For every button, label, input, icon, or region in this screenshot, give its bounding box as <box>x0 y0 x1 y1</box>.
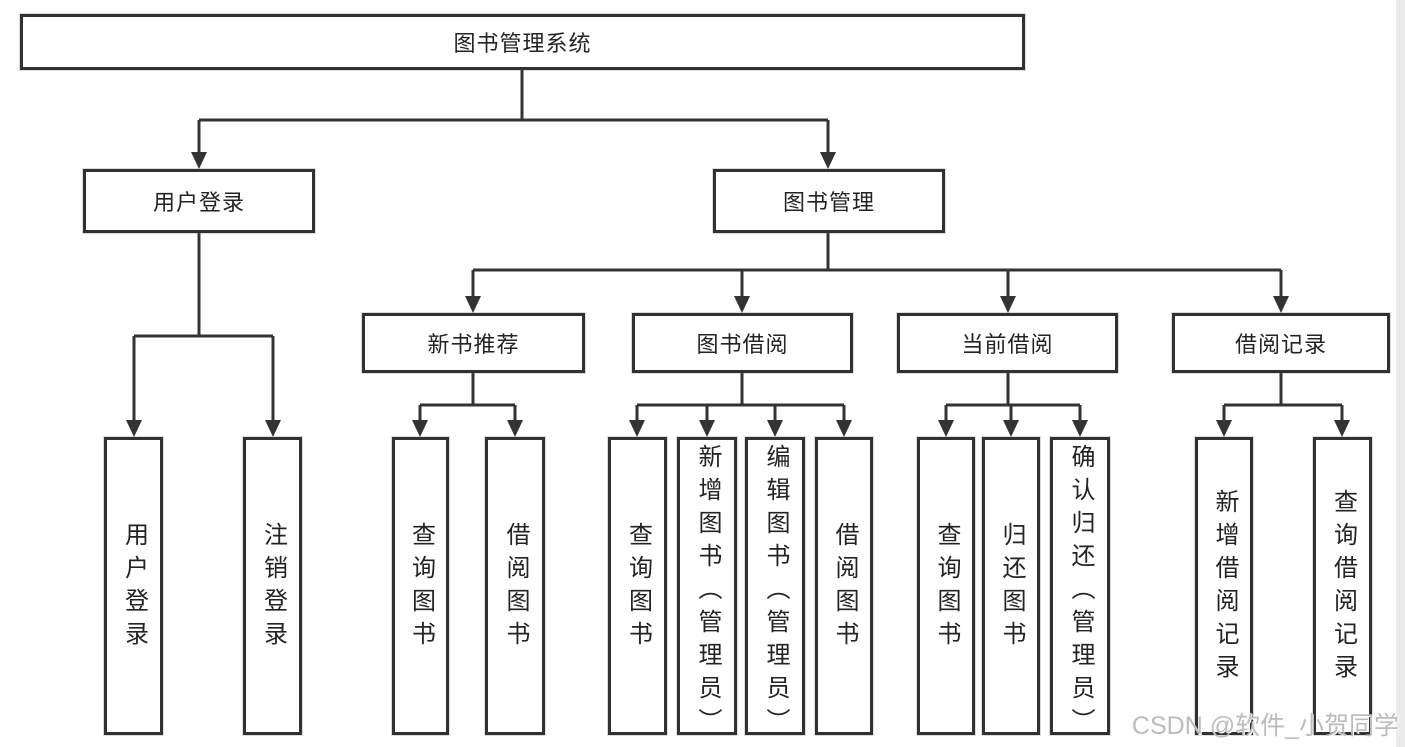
node-user-login: 用户登录 <box>83 169 315 233</box>
leaf-add-books-admin: 新增图书（管理员） <box>677 437 737 741</box>
leaf-borrow-query-books: 查询图书 <box>608 437 667 735</box>
node-current-borrow: 当前借阅 <box>897 313 1118 373</box>
leaf-add-borrow-record: 新增借阅记录 <box>1195 437 1253 735</box>
leaf-recommend-borrow-books: 借阅图书 <box>485 437 545 735</box>
node-book-management: 图书管理 <box>713 169 945 233</box>
node-borrow-records: 借阅记录 <box>1172 313 1390 373</box>
node-root-library-system: 图书管理系统 <box>20 14 1025 70</box>
leaf-query-borrow-record: 查询借阅记录 <box>1313 437 1372 735</box>
leaf-confirm-return-admin: 确认归还（管理员） <box>1050 437 1110 741</box>
node-book-borrow: 图书借阅 <box>632 313 853 373</box>
leaf-return-books: 归还图书 <box>982 437 1040 735</box>
leaf-borrow-books: 借阅图书 <box>815 437 873 735</box>
csdn-watermark: CSDN @软件_小贺同学 <box>1131 712 1399 740</box>
tree-edges <box>132 70 1344 421</box>
leaf-recommend-query-books: 查询图书 <box>392 437 449 735</box>
page-edge-strip <box>1396 0 1405 747</box>
leaf-edit-books-admin: 编辑图书（管理员） <box>745 437 805 741</box>
arrowhead-icons <box>126 152 1350 437</box>
leaf-logout: 注销登录 <box>243 437 302 735</box>
leaf-current-query-books: 查询图书 <box>917 437 975 735</box>
node-new-book-recommend: 新书推荐 <box>362 313 585 373</box>
leaf-user-login: 用户登录 <box>104 437 163 735</box>
